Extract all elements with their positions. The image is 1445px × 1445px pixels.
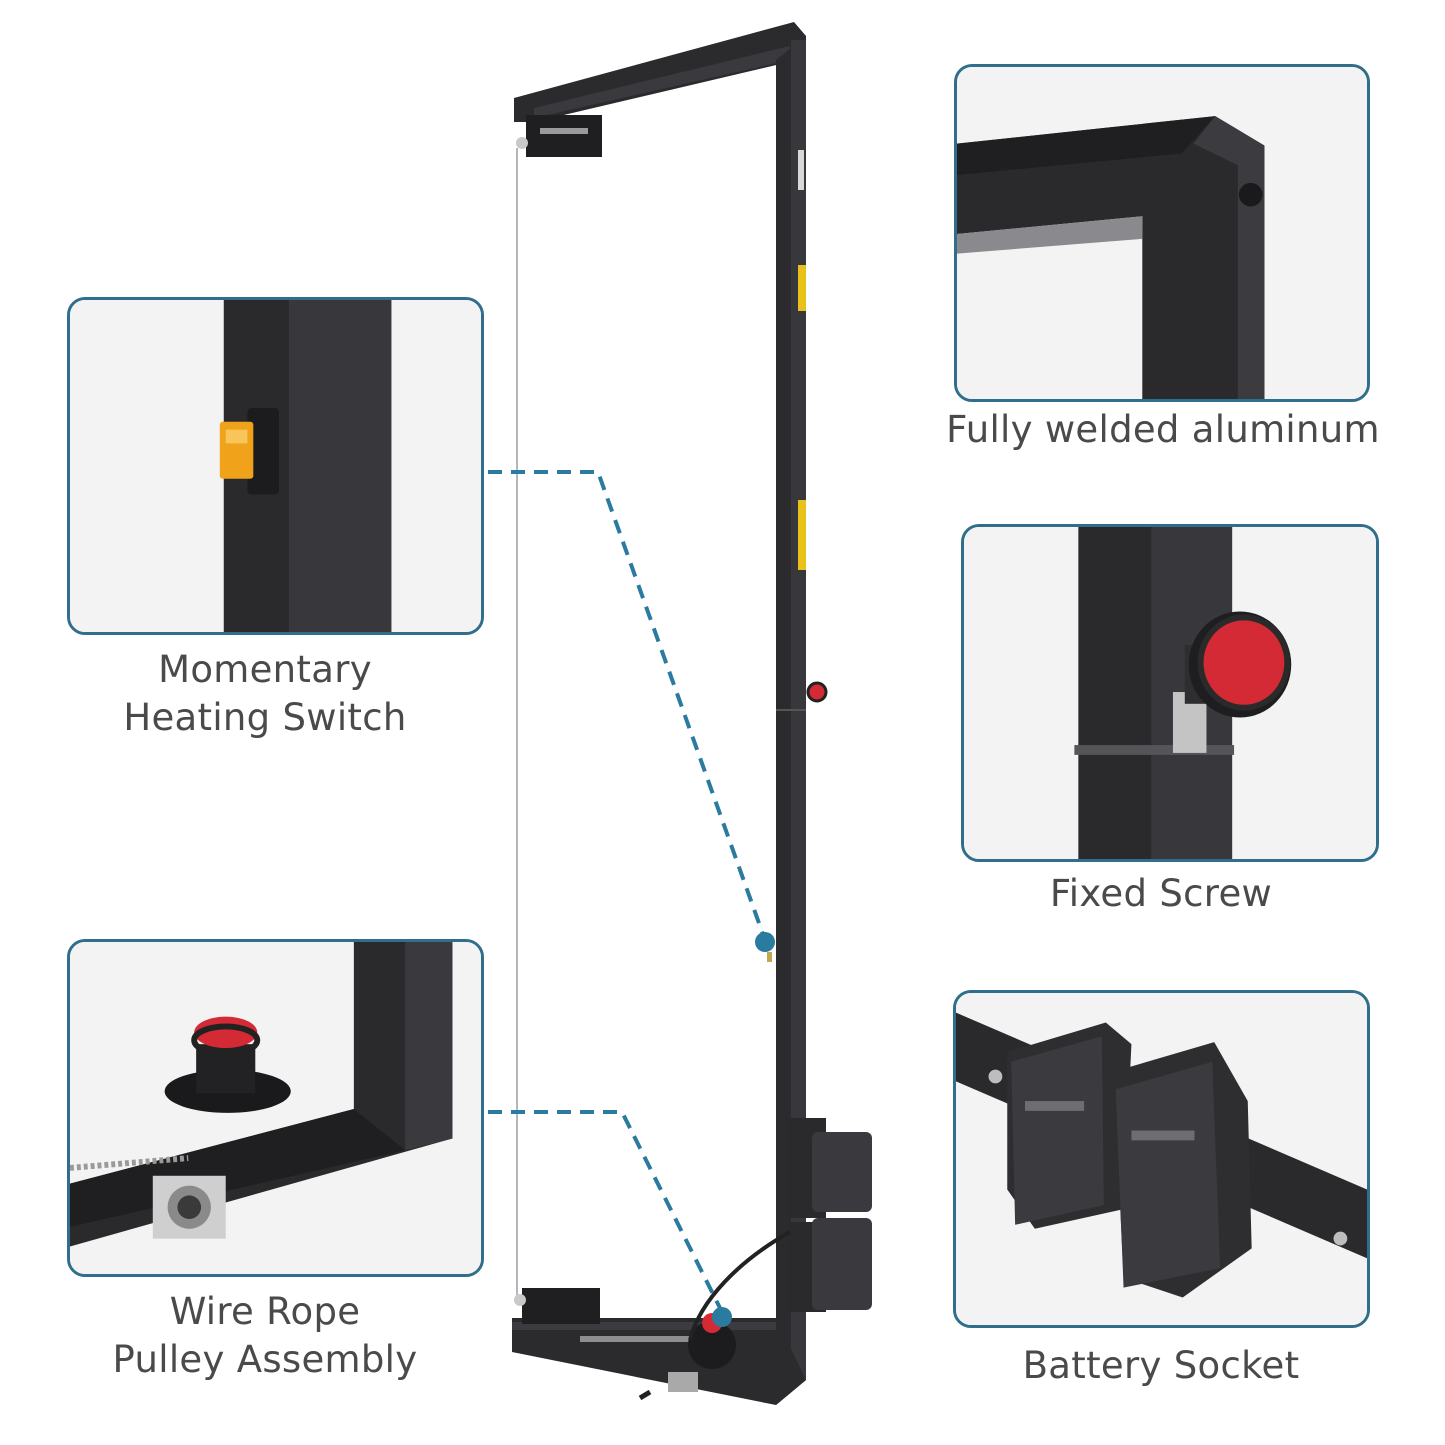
warning-label	[798, 265, 806, 311]
detail-panel-pulley	[67, 939, 484, 1277]
fixed-screw-knob	[1200, 617, 1288, 708]
welded-corner-image	[957, 116, 1265, 399]
bottom-wire-bracket	[522, 1288, 600, 1324]
caption-battery: Battery Socket	[1022, 1344, 1300, 1387]
detail-panel-fixed-screw	[961, 524, 1379, 862]
caption-pulley: Wire Rope Pulley Assembly	[60, 1288, 470, 1384]
caption-switch-line2: Heating Switch	[123, 696, 407, 739]
detail-panel-welded-corner	[954, 64, 1370, 402]
battery-socket-lower	[812, 1218, 872, 1310]
callout-line-pulley	[488, 1110, 724, 1313]
callout-dot-switch	[755, 932, 775, 952]
upright-fixed-screw	[806, 681, 828, 703]
caption-welded: Fully welded aluminum	[946, 408, 1380, 451]
power-cable	[688, 1230, 791, 1341]
bottom-pulley-knob	[688, 1321, 736, 1369]
detail-panel-battery-socket	[953, 990, 1370, 1328]
top-wire-bracket	[526, 115, 602, 157]
callout-line-switch	[488, 470, 767, 941]
pulley-knob	[194, 1016, 258, 1049]
caption-pulley-line1: Wire Rope	[169, 1290, 361, 1333]
battery-pack-left	[1011, 1036, 1104, 1225]
caption-switch: Momentary Heating Switch	[60, 646, 470, 742]
caption-switch-line1: Momentary	[158, 648, 372, 691]
frame-bottom-arm	[512, 1318, 806, 1405]
callout-dot-pulley	[712, 1307, 732, 1327]
battery-pack-right	[1115, 1061, 1221, 1288]
caption-screw: Fixed Screw	[1049, 872, 1273, 915]
caption-pulley-line2: Pulley Assembly	[112, 1338, 418, 1381]
detail-panel-heating-switch	[67, 297, 484, 635]
